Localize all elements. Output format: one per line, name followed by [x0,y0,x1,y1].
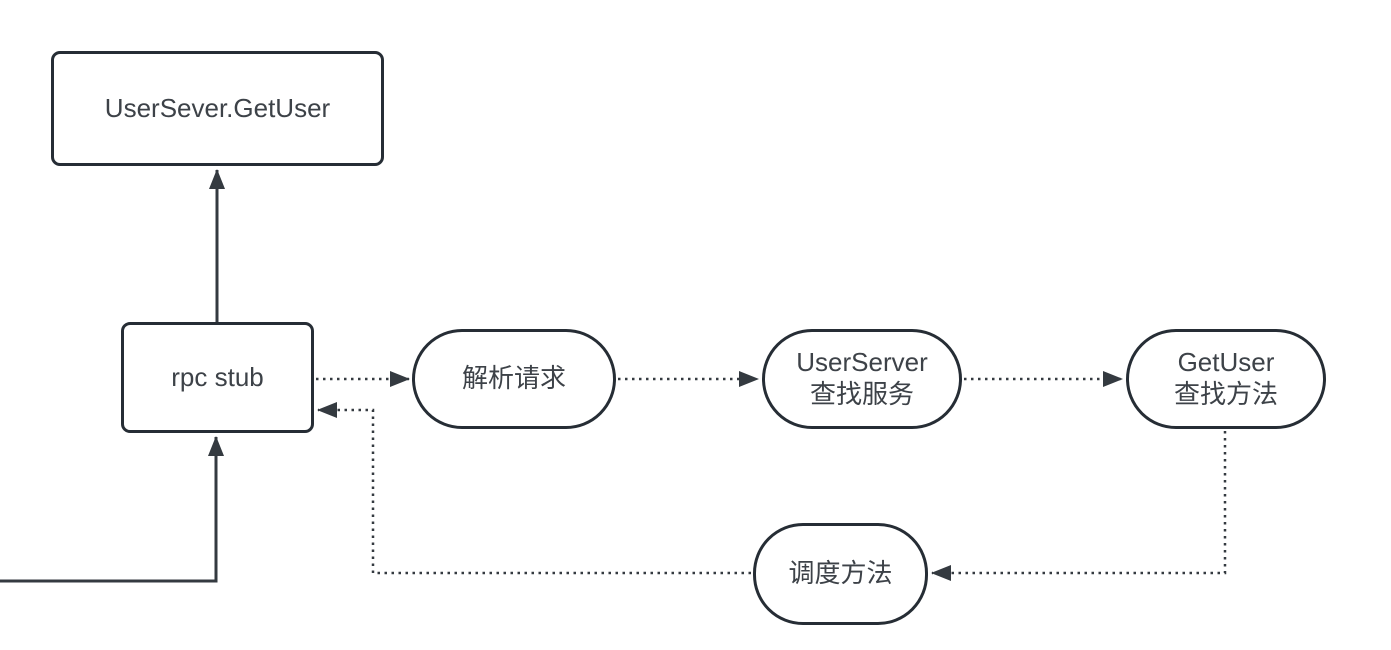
node-parse-request: 解析请求 [412,329,616,429]
edge-find-method-to-dispatch-method [931,431,1227,581]
node-find-method-label-line1: GetUser [1177,347,1275,378]
node-dispatch-method: 调度方法 [753,523,928,625]
node-dispatch-method-label: 调度方法 [788,558,893,589]
edge-dispatch-method-to-rpcstub [317,402,751,575]
node-userserver-getuser-label: UserSever.GetUser [104,92,331,123]
node-find-service-label-line2: 查找服务 [809,379,914,409]
node-find-service-label: UserServer 查找服务 [796,347,927,410]
node-find-method-label-line2: 查找方法 [1173,379,1278,409]
node-find-service: UserServer 查找服务 [762,329,962,429]
node-find-method: GetUser 查找方法 [1126,329,1326,429]
edge-external-to-rpcstub [0,436,224,583]
node-find-service-label-line1: UserServer [796,347,928,378]
node-rpc-stub-label: rpc stub [171,361,264,392]
node-parse-request-label: 解析请求 [461,363,566,394]
node-find-method-label: GetUser 查找方法 [1174,347,1278,410]
node-userserver-getuser: UserSever.GetUser [51,51,384,166]
node-rpc-stub: rpc stub [121,322,314,433]
